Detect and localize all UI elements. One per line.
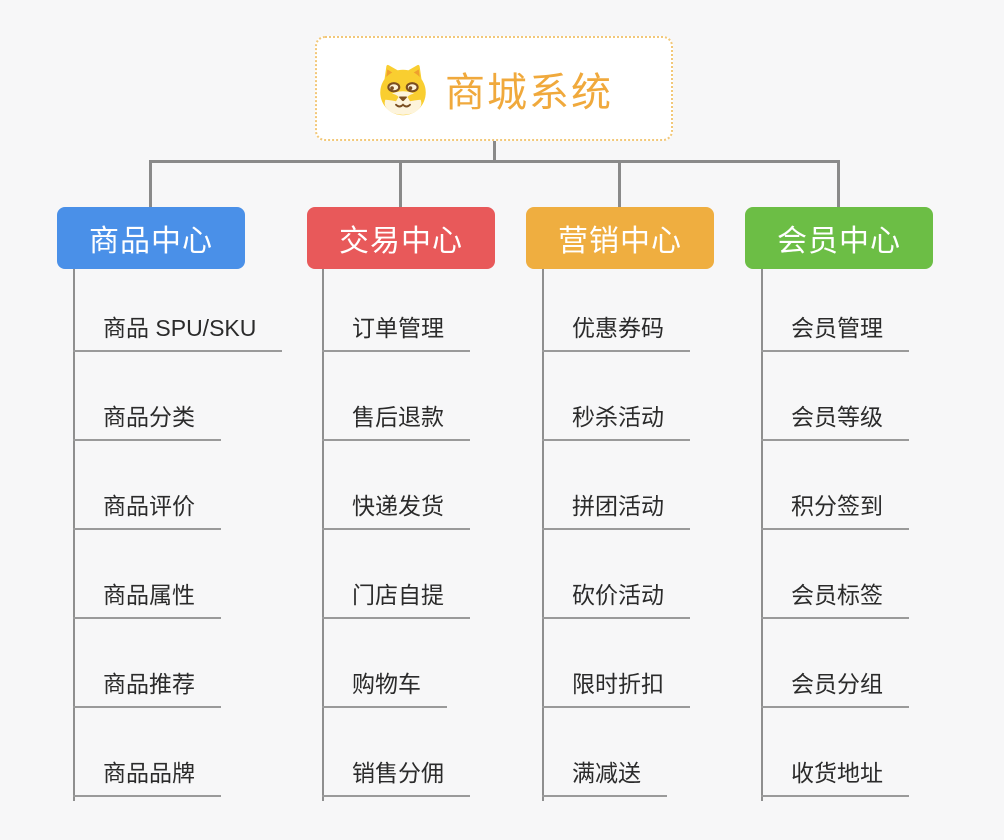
child-item[interactable]: 满减送 <box>542 755 667 797</box>
child-item[interactable]: 销售分佣 <box>322 755 470 797</box>
child-item[interactable]: 限时折扣 <box>542 666 690 708</box>
child-item[interactable]: 会员等级 <box>761 399 909 441</box>
child-item[interactable]: 商品品牌 <box>73 755 221 797</box>
child-item[interactable]: 拼团活动 <box>542 488 690 530</box>
child-item[interactable]: 会员管理 <box>761 310 909 352</box>
connector-children-line <box>761 269 763 801</box>
child-item[interactable]: 快递发货 <box>322 488 470 530</box>
connector-branch-stub <box>837 160 840 208</box>
shiba-dog-icon <box>375 61 431 117</box>
branch-member-center[interactable]: 会员中心 <box>745 207 933 269</box>
child-item[interactable]: 商品推荐 <box>73 666 221 708</box>
root-node[interactable]: 商城系统 <box>315 36 673 141</box>
child-item[interactable]: 商品属性 <box>73 577 221 619</box>
branch-marketing-center[interactable]: 营销中心 <box>526 207 714 269</box>
connector-children-line <box>73 269 75 801</box>
root-title: 商城系统 <box>445 70 613 115</box>
connector-trunk <box>149 160 840 163</box>
branch-trade-center[interactable]: 交易中心 <box>307 207 495 269</box>
child-item[interactable]: 会员标签 <box>761 577 909 619</box>
branch-label: 交易中心 <box>339 225 463 258</box>
child-item[interactable]: 商品分类 <box>73 399 221 441</box>
child-item[interactable]: 收货地址 <box>761 755 909 797</box>
connector-branch-stub <box>399 160 402 208</box>
child-item[interactable]: 商品 SPU/SKU <box>73 310 283 352</box>
child-item[interactable]: 门店自提 <box>322 577 470 619</box>
child-item[interactable]: 积分签到 <box>761 488 909 530</box>
child-item[interactable]: 订单管理 <box>322 310 470 352</box>
branch-label: 营销中心 <box>558 225 682 258</box>
child-item[interactable]: 售后退款 <box>322 399 470 441</box>
child-item[interactable]: 商品评价 <box>73 488 221 530</box>
connector-branch-stub <box>618 160 621 208</box>
child-item[interactable]: 秒杀活动 <box>542 399 690 441</box>
child-item[interactable]: 砍价活动 <box>542 577 690 619</box>
child-item[interactable]: 购物车 <box>322 666 447 708</box>
connector-root-stub <box>493 140 496 162</box>
branch-label: 会员中心 <box>777 225 901 258</box>
child-item[interactable]: 会员分组 <box>761 666 909 708</box>
connector-children-line <box>322 269 324 801</box>
branch-label: 商品中心 <box>89 225 213 258</box>
child-item[interactable]: 优惠券码 <box>542 310 690 352</box>
connector-children-line <box>542 269 544 801</box>
connector-branch-stub <box>149 160 152 208</box>
branch-product-center[interactable]: 商品中心 <box>57 207 245 269</box>
